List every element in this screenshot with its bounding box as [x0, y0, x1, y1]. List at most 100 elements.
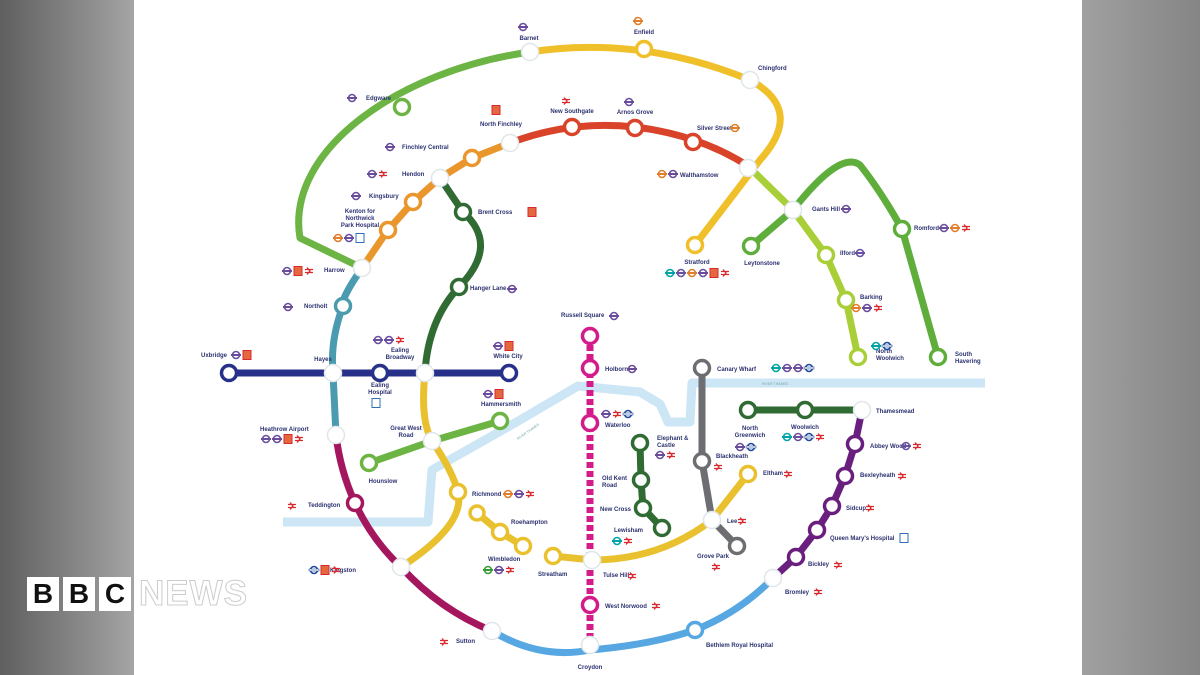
interchange-marker[interactable]: [763, 568, 783, 588]
station-marker[interactable]: [795, 400, 815, 420]
station-wimbledon[interactable]: Wimbledon: [483, 536, 533, 575]
station-heathrow-airport[interactable]: Heathrow Airport: [260, 425, 346, 445]
station-arnos-grove[interactable]: Arnos Grove: [617, 97, 654, 138]
station-marker[interactable]: [403, 192, 423, 212]
station-tulse-hill[interactable]: Tulse Hill: [582, 550, 637, 580]
station-marker[interactable]: [738, 464, 758, 484]
station-enfield[interactable]: Enfield: [633, 16, 654, 59]
station-kingston[interactable]: Kingston: [308, 557, 411, 577]
station-marker[interactable]: [490, 411, 510, 431]
station-marker[interactable]: [468, 504, 486, 522]
station-marker[interactable]: [490, 522, 510, 542]
station-walthamstow[interactable]: Walthamstow: [657, 158, 758, 180]
station-marker[interactable]: [845, 434, 865, 454]
interchange-marker[interactable]: [430, 168, 450, 188]
interchange-marker[interactable]: [323, 363, 343, 383]
station-marker[interactable]: [928, 347, 948, 367]
station-marker[interactable]: [453, 202, 473, 222]
station-marker[interactable]: [822, 496, 842, 516]
station-marker[interactable]: [562, 117, 582, 137]
station-marker[interactable]: [580, 326, 600, 346]
station-streatham[interactable]: Streatham: [538, 546, 567, 579]
station-hounslow[interactable]: Hounslow: [359, 453, 398, 486]
station-marker[interactable]: [625, 118, 645, 138]
station-brent-cross[interactable]: Brent Cross: [453, 202, 537, 222]
station-hanger-lane[interactable]: Hanger Lane: [449, 277, 518, 297]
station-ilford[interactable]: Ilford: [816, 245, 866, 265]
station-marker[interactable]: [333, 296, 353, 316]
station-canary-wharf[interactable]: Canary Wharf: [692, 358, 815, 378]
station-marker[interactable]: [835, 466, 855, 486]
station-croydon[interactable]: Croydon: [578, 635, 603, 672]
station-abbey-wood[interactable]: Abbey Wood: [845, 434, 922, 454]
interchange-marker[interactable]: [702, 510, 722, 530]
interchange-marker[interactable]: [582, 550, 602, 570]
station-marker[interactable]: [513, 536, 533, 556]
interchange-marker[interactable]: [352, 258, 372, 278]
station-eltham[interactable]: Eltham: [738, 464, 793, 484]
interchange-marker[interactable]: [852, 400, 872, 420]
station-marker[interactable]: [685, 235, 705, 255]
station-marker[interactable]: [892, 219, 912, 239]
station-queen-mary-s-hospital[interactable]: Queen Mary's Hospital: [807, 520, 909, 543]
station-marker[interactable]: [392, 97, 412, 117]
station-bickley[interactable]: Bickley: [786, 547, 843, 569]
station-roehampton[interactable]: Roehampton: [490, 520, 549, 542]
station-finchley-central[interactable]: Finchley Central: [385, 142, 482, 168]
station-marker[interactable]: [462, 148, 482, 168]
station-lee[interactable]: Lee: [702, 510, 747, 530]
station-elephant-castle[interactable]: Elephant &Castle: [630, 433, 690, 460]
station-bromley[interactable]: Bromley: [763, 568, 823, 597]
station-richmond[interactable]: Richmond: [448, 482, 535, 502]
station-uxbridge[interactable]: Uxbridge: [201, 350, 252, 383]
station-northolt[interactable]: Northolt: [283, 296, 353, 316]
station-leytonstone[interactable]: Leytonstone: [741, 236, 781, 268]
station-edgware[interactable]: Edgware: [347, 93, 412, 117]
station-marker[interactable]: [345, 493, 365, 513]
station-white-city[interactable]: White City: [493, 341, 523, 383]
station-teddington[interactable]: Teddington: [288, 493, 365, 513]
station-marker[interactable]: [727, 536, 747, 556]
station-marker[interactable]: [652, 518, 672, 538]
station-hendon[interactable]: Hendon: [367, 168, 450, 188]
station-hayes[interactable]: Hayes: [314, 357, 343, 383]
interchange-marker[interactable]: [391, 557, 411, 577]
station-marker[interactable]: [449, 277, 469, 297]
interchange-marker[interactable]: [415, 363, 435, 383]
interchange-marker[interactable]: [500, 133, 520, 153]
station-marker[interactable]: [580, 595, 600, 615]
station-marker[interactable]: [685, 620, 705, 640]
station-thamesmead[interactable]: Thamesmead: [852, 400, 915, 420]
station-marker[interactable]: [370, 363, 390, 383]
station-marker[interactable]: [499, 363, 519, 383]
station-marker[interactable]: [580, 413, 600, 433]
station-marker[interactable]: [633, 498, 653, 518]
station-marker[interactable]: [543, 546, 563, 566]
station-stratford[interactable]: Stratford: [665, 235, 729, 278]
station-russell-square[interactable]: Russell Square: [561, 311, 619, 346]
station-romford[interactable]: Romford: [892, 219, 971, 239]
station-marker[interactable]: [786, 547, 806, 567]
station-bexleyheath[interactable]: Bexleyheath: [835, 466, 907, 486]
station-marker[interactable]: [692, 358, 712, 378]
station-marker[interactable]: [448, 482, 468, 502]
station-marker[interactable]: [580, 358, 600, 378]
station-grove-park[interactable]: Grove Park: [697, 536, 747, 571]
station-waterloo[interactable]: Waterloo: [580, 409, 634, 433]
station-marker[interactable]: [848, 347, 868, 367]
interchange-marker[interactable]: [520, 42, 540, 62]
interchange-marker[interactable]: [740, 70, 760, 90]
interchange-marker[interactable]: [422, 431, 442, 451]
station-bethlem-royal-hospital[interactable]: Bethlem Royal Hospital: [685, 620, 774, 650]
interchange-marker[interactable]: [580, 635, 600, 655]
station-new-southgate[interactable]: New Southgate: [550, 97, 594, 137]
interchange-marker[interactable]: [482, 621, 502, 641]
interchange-marker[interactable]: [738, 158, 758, 178]
station-harrow[interactable]: Harrow: [282, 258, 372, 278]
station-barnet[interactable]: Barnet: [518, 22, 540, 62]
